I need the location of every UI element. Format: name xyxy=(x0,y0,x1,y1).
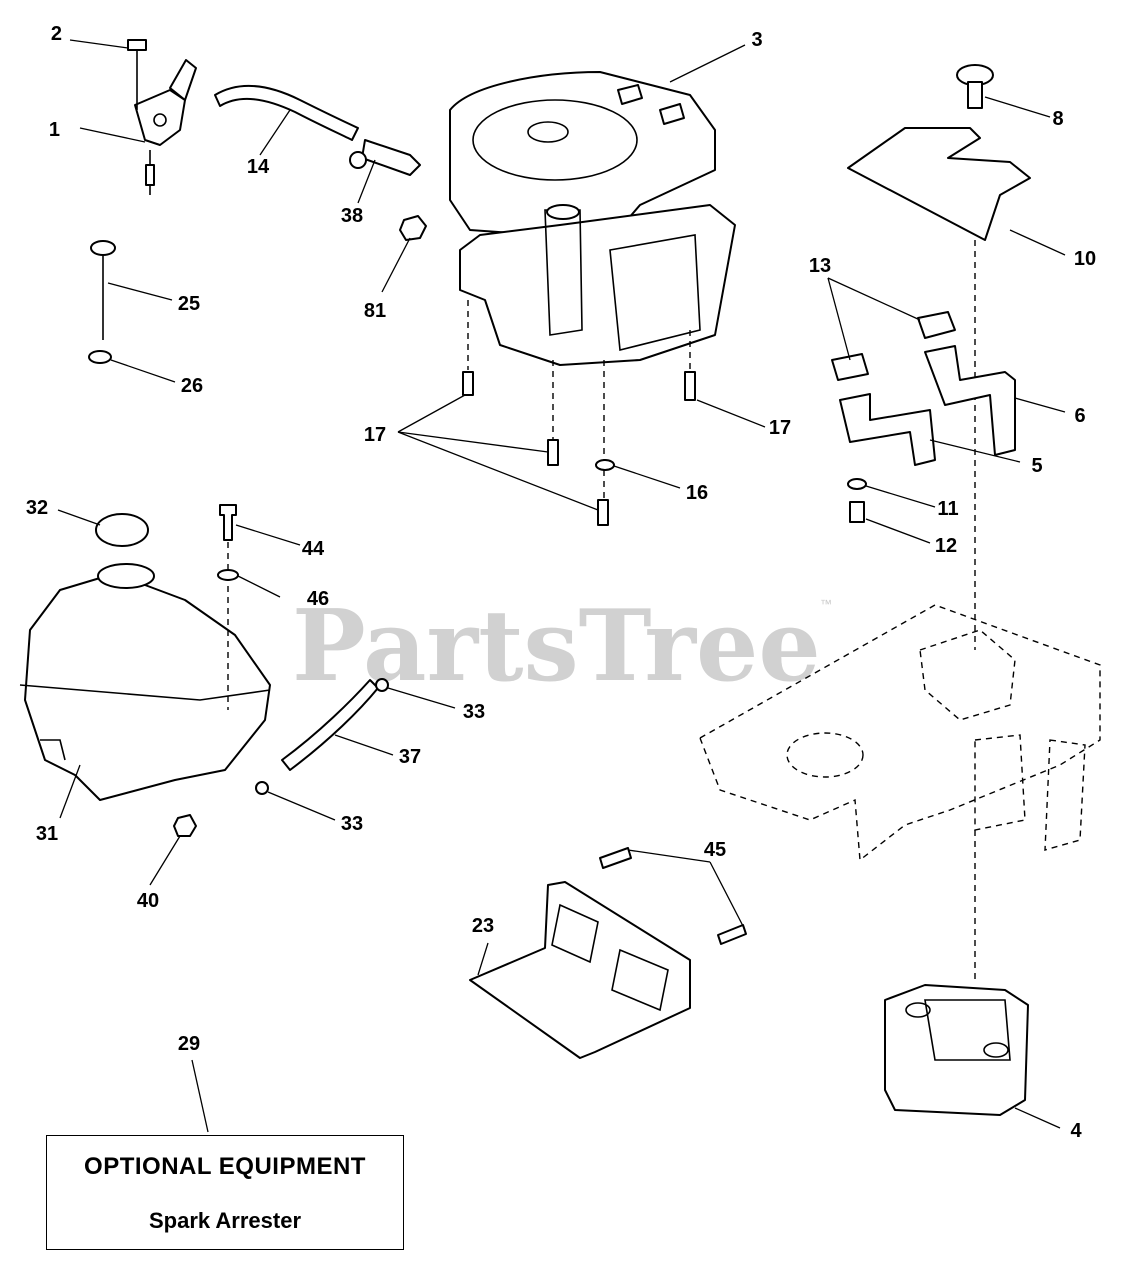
callout-14: 14 xyxy=(247,156,270,178)
callout-32: 32 xyxy=(26,497,48,519)
callout-12: 12 xyxy=(935,535,957,557)
callout-81: 81 xyxy=(364,300,386,322)
part-throttle-control[interactable] xyxy=(134,59,197,195)
callout-31: 31 xyxy=(36,823,58,845)
callout-1: 1 xyxy=(49,119,60,141)
part-clamp-upper[interactable] xyxy=(375,678,389,692)
callout-26: 26 xyxy=(181,375,203,397)
part-heat-shield[interactable] xyxy=(847,127,1031,241)
callout-5: 5 xyxy=(1031,455,1042,477)
callout-16: 16 xyxy=(686,482,708,504)
callout-25: 25 xyxy=(178,293,200,315)
callout-17-left: 17 xyxy=(364,424,386,446)
part-gaskets-13[interactable] xyxy=(831,311,956,381)
leader-lines xyxy=(57,39,1066,1133)
watermark-trademark: ™ xyxy=(820,597,832,611)
part-knob-8[interactable] xyxy=(956,64,994,109)
optional-equipment-title: OPTIONAL EQUIPMENT xyxy=(84,1153,366,1180)
callout-13: 13 xyxy=(809,255,831,277)
part-fuel-hose[interactable] xyxy=(214,84,359,141)
callout-46: 46 xyxy=(307,588,329,610)
callout-6: 6 xyxy=(1074,405,1085,427)
callout-2: 2 xyxy=(51,23,62,45)
part-washer-11[interactable] xyxy=(847,478,867,490)
part-exhaust-pipes[interactable] xyxy=(839,345,1016,466)
part-bracket[interactable] xyxy=(469,881,691,1059)
part-dipstick[interactable] xyxy=(90,240,116,340)
part-chassis xyxy=(699,604,1101,862)
callout-10: 10 xyxy=(1074,248,1096,270)
part-muffler[interactable] xyxy=(884,984,1029,1116)
part-fuel-tank[interactable] xyxy=(19,563,271,801)
callout-45: 45 xyxy=(704,839,726,861)
callout-17-right: 17 xyxy=(769,417,791,439)
part-bolts-45[interactable] xyxy=(599,847,747,945)
part-bolts-17[interactable] xyxy=(462,371,696,526)
part-fuel-cap[interactable] xyxy=(95,513,149,547)
callout-4: 4 xyxy=(1070,1120,1082,1142)
part-fuel-line[interactable] xyxy=(281,679,379,771)
callout-3: 3 xyxy=(751,29,762,51)
part-washer-26[interactable] xyxy=(88,350,112,364)
part-nut-81[interactable] xyxy=(399,215,427,241)
callout-44: 44 xyxy=(302,538,325,560)
part-washer-46[interactable] xyxy=(217,569,239,581)
callout-8: 8 xyxy=(1052,108,1063,130)
optional-equipment-box: OPTIONAL EQUIPMENT Spark Arrester xyxy=(46,1135,404,1250)
callout-40: 40 xyxy=(137,890,159,912)
optional-equipment-item: Spark Arrester xyxy=(148,1208,302,1233)
part-clamp-lower[interactable] xyxy=(255,781,269,795)
part-screw-2[interactable] xyxy=(127,39,147,110)
callout-23: 23 xyxy=(472,915,494,937)
part-fuel-filter[interactable] xyxy=(349,139,421,176)
callout-33-upper: 33 xyxy=(463,701,485,723)
callout-33-lower: 33 xyxy=(341,813,363,835)
part-nut-40[interactable] xyxy=(173,814,197,837)
callout-29: 29 xyxy=(178,1033,200,1055)
part-washer-16[interactable] xyxy=(595,459,615,471)
callout-11: 11 xyxy=(937,498,958,520)
part-screw-44[interactable] xyxy=(219,504,237,541)
part-engine[interactable] xyxy=(449,71,736,366)
callout-38: 38 xyxy=(341,205,363,227)
part-bolt-12[interactable] xyxy=(849,501,865,523)
callout-37: 37 xyxy=(399,746,421,768)
